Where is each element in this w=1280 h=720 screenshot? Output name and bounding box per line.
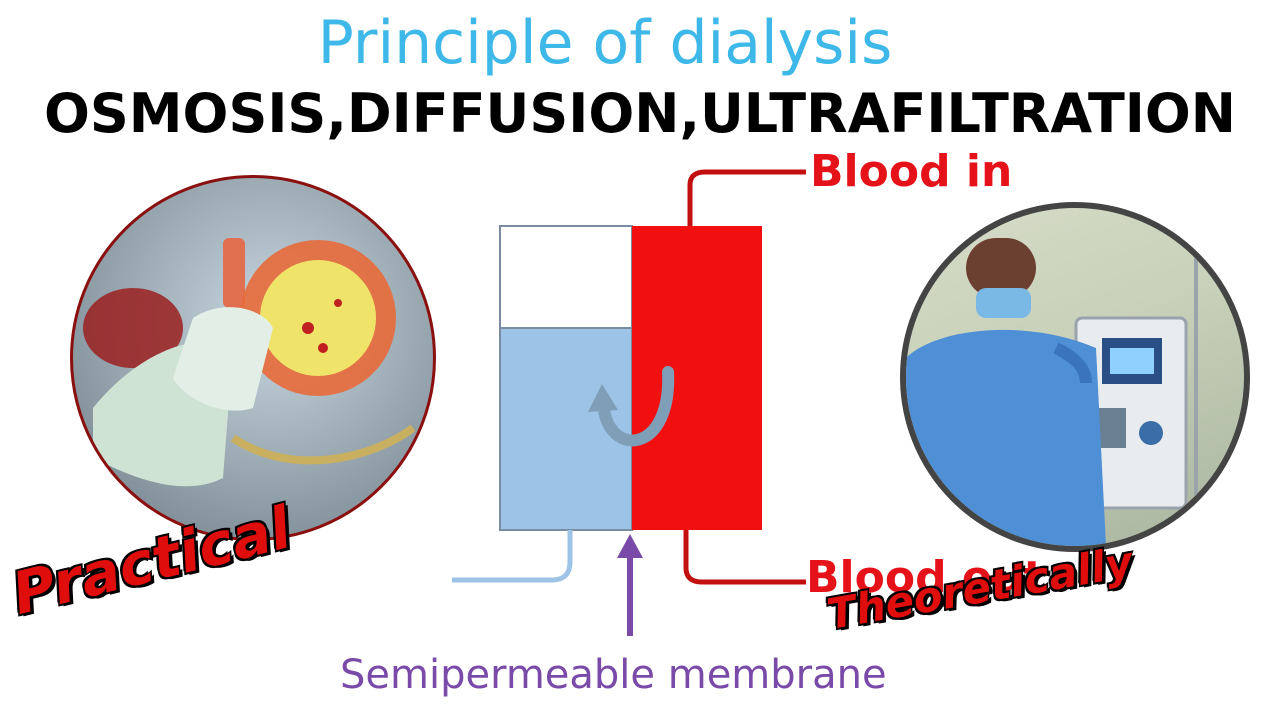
blood-compartment	[632, 226, 762, 530]
blood-out-tube	[683, 530, 806, 585]
dialyzer-in-hand-photo	[70, 175, 436, 541]
dialysate-drain-tube	[452, 530, 573, 583]
membrane-label: Semipermeable membrane	[340, 652, 887, 698]
nurse-machine-illustration	[906, 228, 1198, 546]
dialyzer-illustration	[83, 238, 416, 487]
page-title: Principle of dialysis	[317, 8, 893, 78]
membrane-arrow-head	[617, 534, 643, 558]
blood-in-label: Blood in	[810, 146, 1013, 197]
blood-out-label: Blood out	[806, 552, 1045, 603]
nurse-with-dialysis-machine-photo	[900, 202, 1250, 552]
empty-compartment-top	[499, 225, 633, 329]
osmosis-curve-arrow	[598, 366, 675, 447]
blood-in-tube	[687, 169, 806, 226]
page-subtitle: OSMOSIS,DIFFUSION,ULTRAFILTRATION	[44, 82, 1236, 145]
osmosis-arrow-head	[588, 384, 618, 412]
